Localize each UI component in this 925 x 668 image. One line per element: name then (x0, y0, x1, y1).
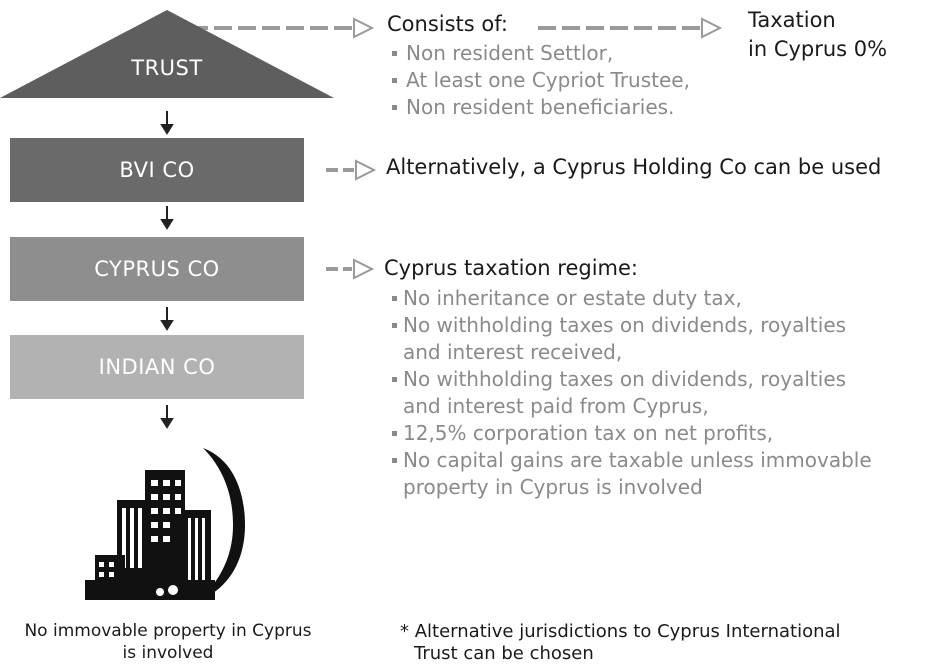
footnote-line-2: Trust can be chosen (414, 643, 594, 664)
bullet-icon (392, 51, 397, 56)
regime-item-5-line-1: No capital gains are taxable unless immo… (403, 448, 872, 472)
down-arrow-head-3 (160, 320, 174, 331)
bullet-icon (392, 78, 397, 83)
regime-item-1: No inheritance or estate duty tax, (403, 286, 742, 310)
cyprus-regime-heading: Cyprus taxation regime: (384, 256, 638, 280)
indian-co-label: INDIAN CO (98, 355, 216, 379)
down-arrow-head-4 (160, 418, 174, 429)
building-caption-line-2: is involved (122, 643, 214, 663)
bvi-connector-arrowhead (355, 159, 377, 181)
bullet-icon (392, 296, 397, 301)
trust-label: TRUST (131, 56, 203, 80)
down-arrow-head-1 (160, 124, 174, 135)
taxation-line-2: in Cyprus 0% (748, 37, 888, 61)
consists-item-2: At least one Cypriot Trustee, (406, 68, 690, 92)
building-caption-line-1: No immovable property in Cyprus (24, 621, 312, 641)
bullet-icon (392, 458, 397, 463)
trust-node: TRUST (0, 10, 334, 100)
consists-item-1: Non resident Settlor, (406, 41, 614, 65)
bvi-alternative-note: Alternatively, a Cyprus Holding Co can b… (386, 155, 882, 179)
bullet-icon (392, 323, 397, 328)
regime-item-2-line-1: No withholding taxes on dividends, royal… (403, 313, 847, 337)
footnote: * Alternative jurisdictions to Cyprus In… (400, 621, 841, 665)
regime-item-4: 12,5% corporation tax on net profits, (403, 421, 774, 445)
cyprus-co-box: CYPRUS CO (10, 237, 304, 301)
footnote-line-1: * Alternative jurisdictions to Cyprus In… (400, 621, 841, 642)
cyprus-connector-arrowhead (353, 258, 375, 280)
cyprus-co-label: CYPRUS CO (94, 257, 220, 281)
taxation-connector-arrowhead (701, 17, 723, 39)
down-arrow-head-2 (160, 219, 174, 230)
trust-triangle (0, 10, 334, 98)
bullet-icon (392, 431, 397, 436)
bullet-icon (392, 377, 397, 382)
building-caption: No immovable property in Cyprus is invol… (0, 620, 336, 664)
regime-item-5-line-2: property in Cyprus is involved (403, 475, 703, 499)
regime-item-2-line-2: and interest received, (403, 340, 623, 364)
consists-heading: Consists of: (387, 12, 508, 36)
indian-co-box: INDIAN CO (10, 335, 304, 399)
taxation-line-1: Taxation (748, 8, 836, 32)
regime-item-3-line-2: and interest paid from Cyprus, (403, 394, 709, 418)
bvi-co-label: BVI CO (119, 158, 195, 182)
city-buildings-icon (85, 440, 250, 605)
bullet-icon (392, 105, 397, 110)
trust-connector-arrowhead (353, 17, 375, 39)
bvi-co-box: BVI CO (10, 138, 304, 202)
consists-item-3: Non resident beneficiaries. (406, 95, 675, 119)
regime-item-3-line-1: No withholding taxes on dividends, royal… (403, 367, 847, 391)
